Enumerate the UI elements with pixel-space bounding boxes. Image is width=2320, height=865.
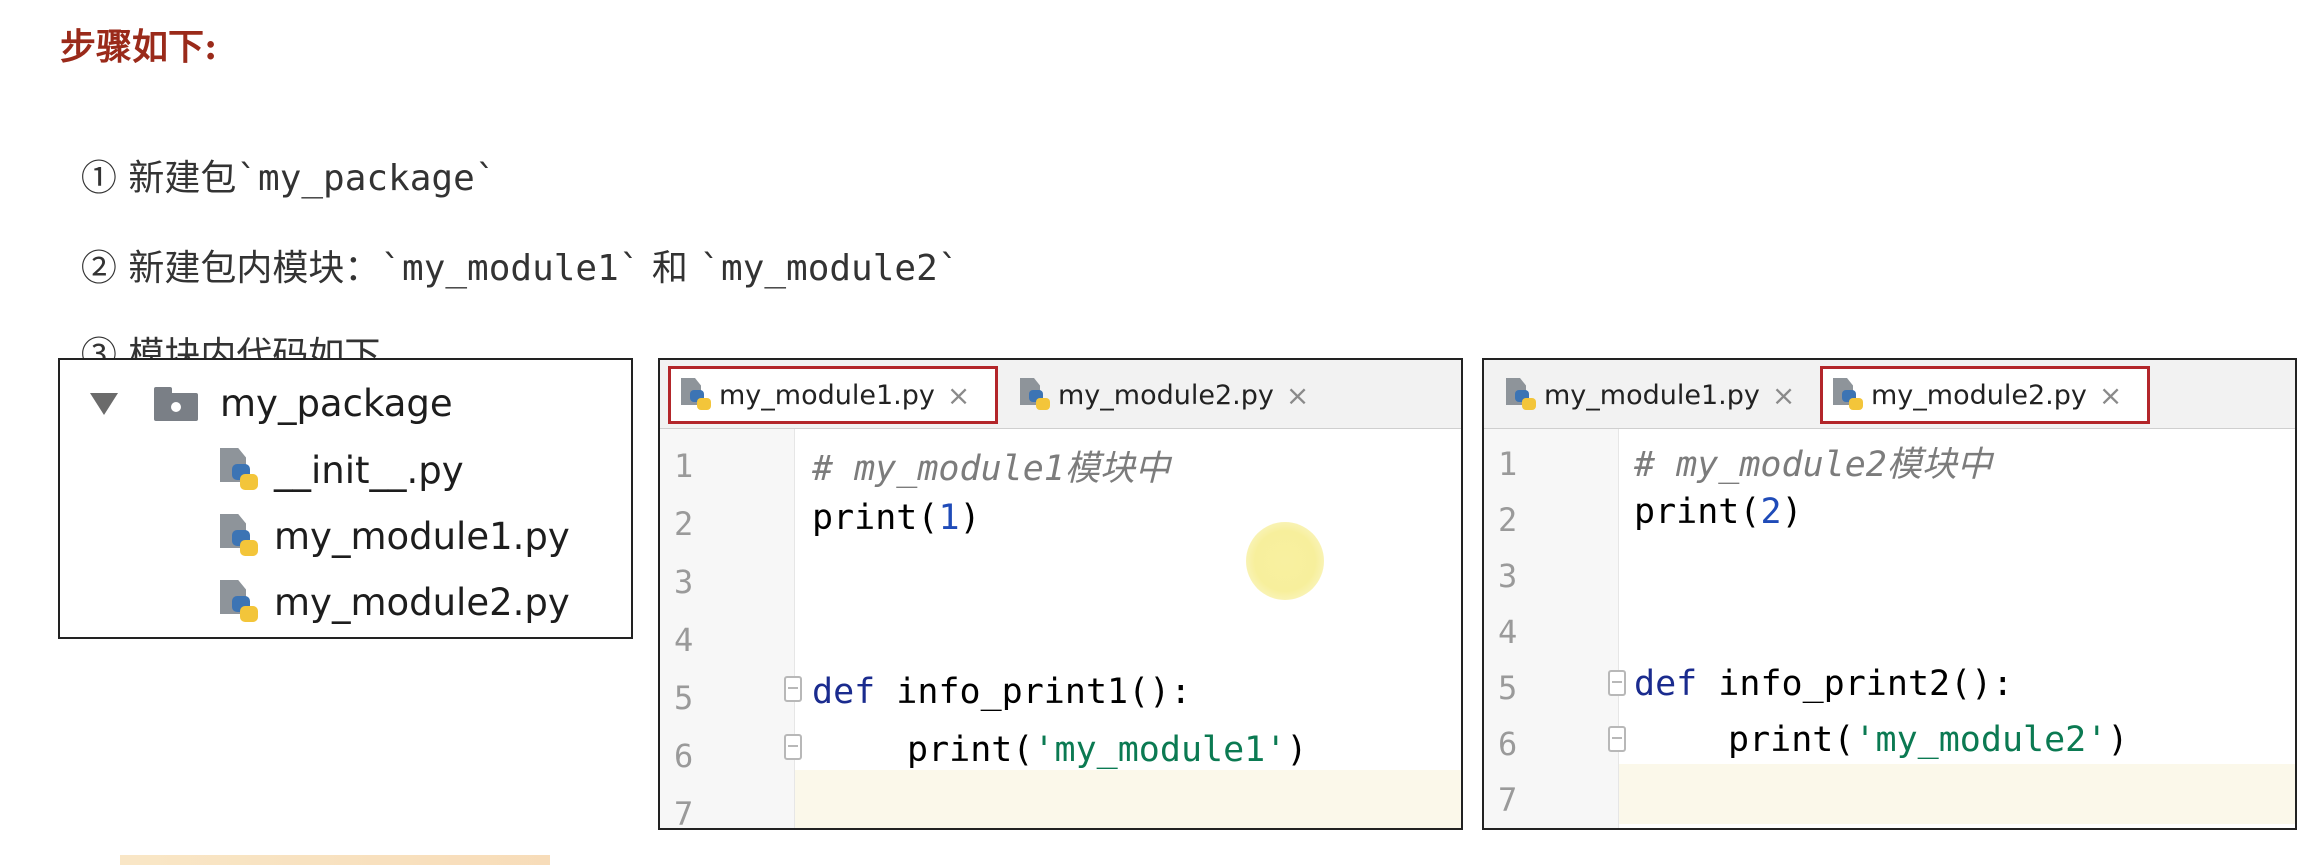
line-gutter: 1 2 3 4 5 6 7 <box>660 429 795 828</box>
line-number: 2 <box>674 505 694 543</box>
step-2-text: 新建包内模块： <box>116 248 381 289</box>
python-file-icon <box>1020 378 1050 412</box>
step-1: ① 新建包`my_package` <box>58 108 497 201</box>
line-number: 1 <box>1498 445 1518 483</box>
print-keyword: print <box>1634 492 1740 532</box>
folder-icon <box>154 386 198 421</box>
close-icon[interactable]: × <box>1285 378 1310 412</box>
tab-my-module2[interactable]: my_module2.py × <box>1010 366 1350 424</box>
tree-file-row[interactable]: my_module1.py <box>220 514 570 558</box>
code-line-def: def info_print2(): <box>1634 664 2014 704</box>
code-comment: # my_module1模块中 <box>812 449 1170 489</box>
print-keyword: print <box>1728 720 1834 760</box>
fold-icon[interactable] <box>784 676 802 702</box>
line-number: 5 <box>1498 669 1518 707</box>
python-file-icon <box>1506 378 1536 412</box>
editor-module1: my_module1.py × my_module2.py × 1 2 3 4 … <box>658 358 1463 830</box>
step-1-text: 新建包 <box>116 158 237 199</box>
step-2-code-1: `my_module1` <box>380 248 641 289</box>
tab-my-module1[interactable]: my_module1.py × <box>1496 366 1816 424</box>
function-name: info_print1 <box>896 672 1129 712</box>
tree-file-row[interactable]: __init__.py <box>220 448 464 492</box>
cursor-highlight <box>1246 522 1324 600</box>
fold-icon[interactable] <box>1608 670 1626 696</box>
tab-label: my_module2.py <box>1058 379 1274 411</box>
tab-label: my_module2.py <box>1871 379 2087 411</box>
code-line-print: print(2) <box>1634 492 1803 532</box>
print-arg: 2 <box>1760 492 1782 532</box>
tab-label: my_module1.py <box>1544 379 1760 411</box>
current-line-highlight <box>1484 764 2295 824</box>
print-arg: 1 <box>938 498 960 538</box>
line-number: 1 <box>674 447 694 485</box>
close-icon[interactable]: × <box>946 378 971 412</box>
cropped-text-fragment <box>120 855 550 865</box>
line-number: 4 <box>1498 613 1518 651</box>
line-number: 4 <box>674 621 694 659</box>
project-tree: my_package __init__.py my_module1.py my_… <box>58 358 633 639</box>
line-number: 3 <box>1498 557 1518 595</box>
editor-module2: my_module1.py × my_module2.py × 1 2 3 4 … <box>1482 358 2297 830</box>
code-line-inner-print: print('my_module2') <box>1728 720 2129 760</box>
line-number: 6 <box>1498 725 1518 763</box>
line-number: 7 <box>1498 781 1518 819</box>
python-file-icon <box>220 514 258 558</box>
def-keyword: def <box>1634 664 1698 704</box>
line-number: 3 <box>674 563 694 601</box>
line-number: 2 <box>1498 501 1518 539</box>
tree-file-label: my_module2.py <box>274 580 570 624</box>
editor-tab-bar: my_module1.py × my_module2.py × <box>660 360 1461 429</box>
step-2-mid: 和 <box>640 248 700 289</box>
def-keyword: def <box>812 672 876 712</box>
tree-folder-row[interactable]: my_package <box>90 382 453 425</box>
tab-label: my_module1.py <box>719 379 935 411</box>
string-literal: 'my_module1' <box>1033 730 1287 770</box>
line-number: 7 <box>674 795 694 830</box>
step-2-number: ② <box>80 248 117 289</box>
step-2: ② 新建包内模块：`my_module1` 和 `my_module2` <box>58 198 960 291</box>
string-literal: 'my_module2' <box>1854 720 2108 760</box>
tree-file-label: __init__.py <box>274 448 464 492</box>
code-line-print: print(1) <box>812 498 981 538</box>
function-name: info_print2 <box>1718 664 1951 704</box>
code-line-def: def info_print1(): <box>812 672 1192 712</box>
close-icon[interactable]: × <box>2098 378 2123 412</box>
tree-folder-label: my_package <box>220 382 453 425</box>
close-icon[interactable]: × <box>1771 378 1796 412</box>
tree-file-row[interactable]: my_module2.py <box>220 580 570 624</box>
line-number: 5 <box>674 679 694 717</box>
tree-file-label: my_module1.py <box>274 514 570 558</box>
python-file-icon <box>220 580 258 624</box>
python-file-icon <box>681 378 711 412</box>
line-number: 6 <box>674 737 694 775</box>
print-keyword: print <box>812 498 918 538</box>
code-comment: # my_module2模块中 <box>1634 445 1992 485</box>
step-1-number: ① <box>80 158 117 199</box>
fold-end-icon[interactable] <box>1608 726 1626 752</box>
page-heading: 步骤如下: <box>60 26 218 68</box>
line-gutter: 1 2 3 4 5 6 7 <box>1484 429 1619 828</box>
tab-my-module2[interactable]: my_module2.py × <box>1820 366 2150 424</box>
print-keyword: print <box>907 730 1013 770</box>
step-1-code: `my_package` <box>236 158 497 199</box>
expand-triangle-icon[interactable] <box>90 392 118 415</box>
tab-my-module1[interactable]: my_module1.py × <box>668 366 998 424</box>
fold-end-icon[interactable] <box>784 734 802 760</box>
code-line-inner-print: print('my_module1') <box>907 730 1308 770</box>
step-2-code-2: `my_module2` <box>699 248 960 289</box>
python-file-icon <box>1833 378 1863 412</box>
python-file-icon <box>220 448 258 492</box>
editor-tab-bar: my_module1.py × my_module2.py × <box>1484 360 2295 429</box>
